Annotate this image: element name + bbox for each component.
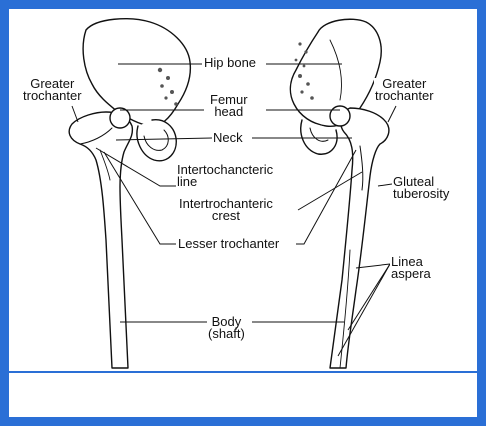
label-intertrochanteric-crest-line2: crest: [211, 208, 241, 223]
right-femur: [329, 107, 390, 369]
right-femur-head: [329, 105, 351, 127]
leader-linea-aspera-1: [355, 263, 391, 269]
label-neck: Neck: [212, 130, 244, 145]
leader-linea-aspera-2: [347, 263, 391, 331]
leader-greater-trochanter-left: [71, 105, 79, 123]
label-intertrochanteric-line: Intertochancteric line: [176, 162, 275, 189]
frame-bottom-divider: [9, 371, 477, 373]
label-gluteal-tuberosity: Gluteal tuberosity: [392, 174, 451, 201]
label-lesser-trochanter: Lesser trochanter: [177, 236, 281, 251]
left-femur: [68, 111, 134, 369]
label-intertrochanteric-line-line1: Intertochancteric: [177, 162, 274, 177]
leader-gluteal-tuberosity: [377, 183, 393, 187]
label-linea-aspera-line1: Linea: [391, 254, 423, 269]
label-gluteal-tuberosity-line2: tuberosity: [393, 186, 450, 201]
left-hip-bone: [82, 18, 192, 127]
label-intertrochanteric-crest: Intertrochanteric crest: [178, 196, 274, 223]
label-greater-trochanter-left-line2: trochanter: [23, 88, 82, 103]
label-body-shaft-line2: (shaft): [208, 326, 245, 341]
label-femur-head-line1: Femur: [210, 92, 248, 107]
label-femur-head: Femur head: [209, 92, 249, 119]
left-femur-head: [109, 107, 131, 129]
label-intertrochanteric-line-line2: line: [177, 174, 198, 189]
label-gluteal-tuberosity-line1: Gluteal: [393, 174, 435, 189]
label-femur-head-line2: head: [214, 104, 244, 119]
leader-lesser-trochanter-left: [103, 151, 176, 245]
leader-intertrochanteric-line: [95, 147, 176, 187]
leader-linea-aspera-3: [337, 263, 391, 357]
leader-greater-trochanter-right: [387, 105, 397, 123]
label-linea-aspera: Linea aspera: [390, 254, 432, 281]
label-greater-trochanter-left-line1: Greater: [30, 76, 75, 91]
label-greater-trochanter-right-line1: Greater: [382, 76, 427, 91]
leader-neck-left: [115, 137, 213, 141]
label-intertrochanteric-crest-line1: Intertrochanteric: [179, 196, 273, 211]
leader-intertrochanteric-crest: [297, 171, 363, 211]
label-hip-bone: Hip bone: [203, 55, 258, 70]
label-greater-trochanter-right: Greater trochanter: [374, 76, 435, 103]
label-body-shaft: Body (shaft): [207, 314, 246, 341]
label-body-shaft-line1: Body: [211, 314, 242, 329]
label-linea-aspera-line2: aspera: [391, 266, 431, 281]
label-greater-trochanter-left: Greater trochanter: [22, 76, 83, 103]
label-greater-trochanter-right-line2: trochanter: [375, 88, 434, 103]
leader-lesser-trochanter-right: [296, 149, 357, 245]
